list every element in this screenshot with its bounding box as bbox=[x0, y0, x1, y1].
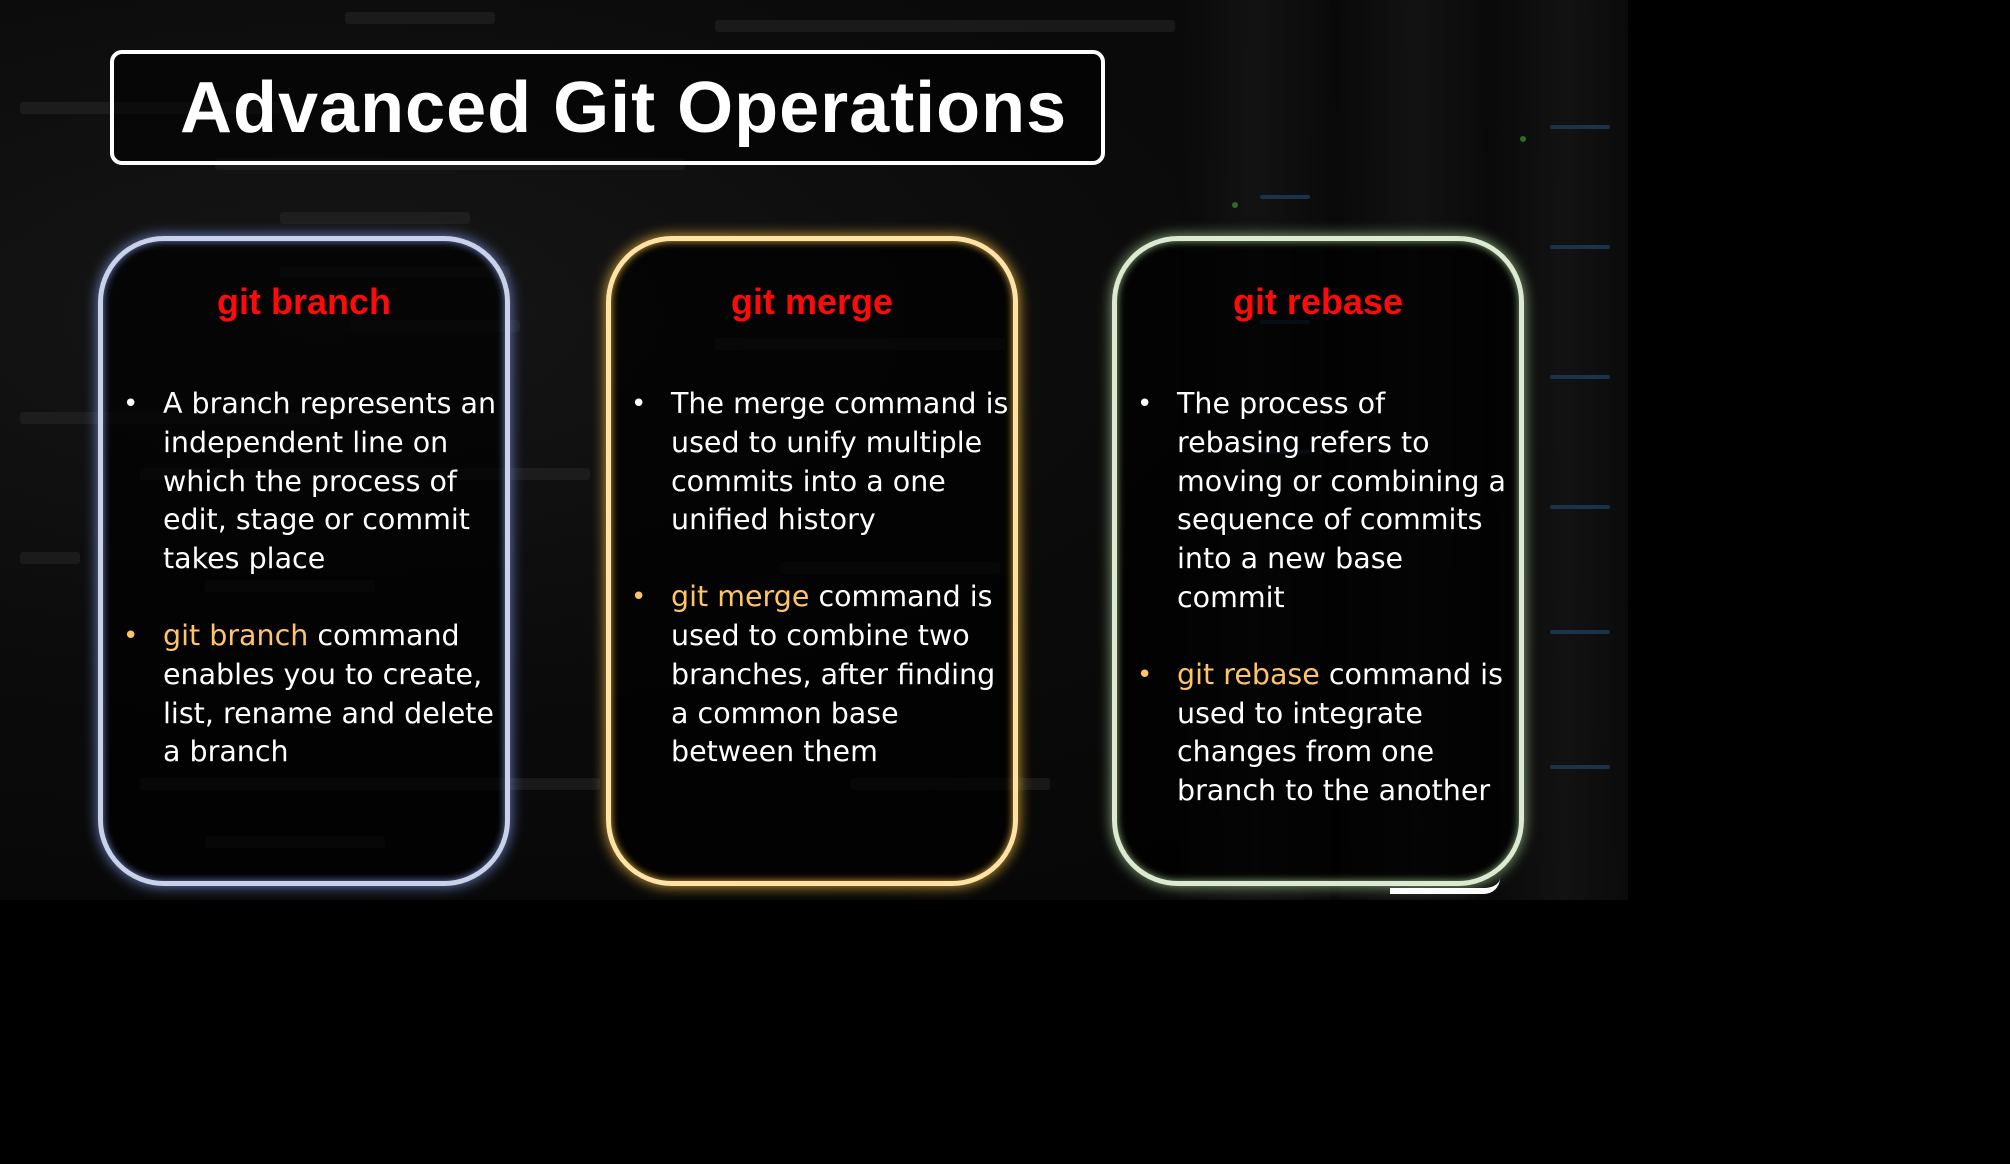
card-title: git branch bbox=[216, 281, 391, 322]
command-highlight: git branch bbox=[163, 618, 309, 652]
bullet-icon: • bbox=[123, 389, 139, 419]
item-text: A branch represents an independent line … bbox=[163, 387, 497, 576]
card-title: git rebase bbox=[1232, 281, 1404, 322]
rack-light bbox=[1550, 765, 1610, 769]
rack-light bbox=[1260, 195, 1310, 199]
item-text: command enables you to create, list, ren… bbox=[163, 618, 494, 769]
bullet-icon: • bbox=[631, 389, 647, 419]
rack-indicator bbox=[1520, 136, 1526, 142]
rack-light bbox=[1550, 375, 1610, 379]
card-title: git merge bbox=[730, 281, 894, 322]
item-text: command is used to combine two branches,… bbox=[671, 580, 996, 769]
list-item: • git branch command enables you to crea… bbox=[123, 617, 503, 772]
card-git-branch: git branch • A branch represents an inde… bbox=[98, 236, 510, 886]
rack-light bbox=[1550, 630, 1610, 634]
card-git-rebase: git rebase • The process of rebasing ref… bbox=[1112, 236, 1524, 886]
command-highlight: git merge bbox=[671, 580, 810, 614]
list-item: • The process of rebasing refers to movi… bbox=[1137, 385, 1517, 618]
card-bullet-list: • A branch represents an independent lin… bbox=[123, 385, 503, 810]
command-highlight: git rebase bbox=[1177, 657, 1320, 691]
card-bullet-list: • The process of rebasing refers to movi… bbox=[1137, 385, 1517, 849]
list-item: • git merge command is used to combine t… bbox=[631, 578, 1011, 772]
item-text: The process of rebasing refers to moving… bbox=[1177, 387, 1506, 614]
rack-light bbox=[1550, 505, 1610, 509]
card-bullet-list: • The merge command is used to unify mul… bbox=[631, 385, 1011, 810]
list-item: • The merge command is used to unify mul… bbox=[631, 385, 1011, 540]
slide: Advanced Git Operations git branch • A b… bbox=[0, 0, 1628, 900]
rack-indicator bbox=[1232, 202, 1238, 208]
rack-light bbox=[1550, 125, 1610, 129]
slide-title: Advanced Git Operations bbox=[180, 67, 1068, 148]
list-item: • git rebase command is used to integrat… bbox=[1137, 656, 1517, 811]
card-git-merge: git merge • The merge command is used to… bbox=[606, 236, 1018, 886]
pen-annotation-stroke bbox=[1390, 878, 1500, 894]
item-text: The merge command is used to unify multi… bbox=[671, 387, 1009, 537]
bullet-icon: • bbox=[1137, 389, 1153, 419]
bullet-icon: • bbox=[123, 620, 139, 651]
item-text: command is used to integrate changes fro… bbox=[1177, 657, 1503, 808]
bullet-icon: • bbox=[631, 582, 647, 613]
bullet-icon: • bbox=[1137, 659, 1153, 690]
rack-light bbox=[1550, 245, 1610, 249]
list-item: • A branch represents an independent lin… bbox=[123, 385, 503, 579]
title-frame: Advanced Git Operations bbox=[110, 50, 1105, 165]
